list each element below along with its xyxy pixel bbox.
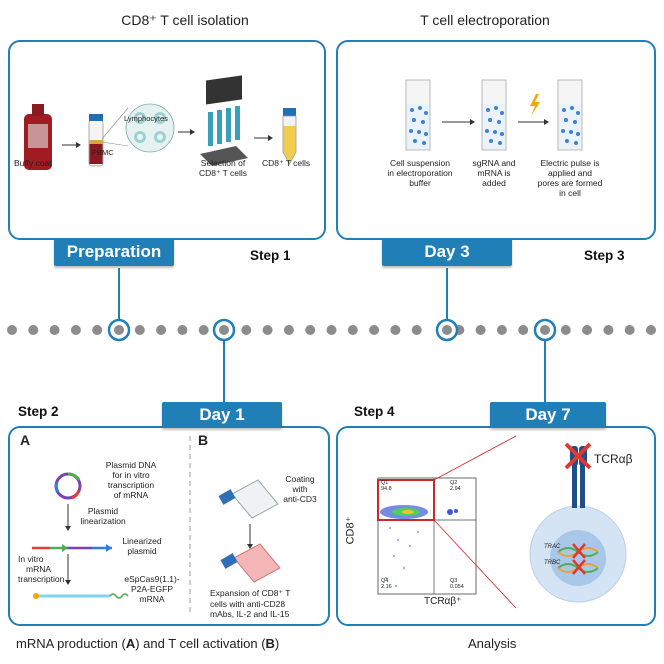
step2-label: Step 2	[18, 404, 59, 419]
timeline-dot	[305, 325, 316, 335]
electroporation-title: T cell electroporation	[420, 12, 550, 28]
timeline-dot	[369, 325, 380, 335]
buffy-coat-label: Buffy coat	[14, 158, 52, 168]
timeline-dot	[646, 325, 656, 335]
cuvette-1-icon	[405, 79, 431, 151]
timeline-dot	[262, 325, 273, 335]
linearized-plasmid-icon	[32, 544, 112, 552]
timeline	[7, 268, 656, 402]
bottom-caption-left: mRNA production (A) and T cell activatio…	[16, 636, 280, 651]
tcr-label: TCRαβ	[594, 452, 633, 466]
tab-day7: Day 7	[490, 402, 606, 428]
electroporation-illustration	[405, 79, 583, 151]
bottom-caption-right: Analysis	[468, 636, 517, 651]
magnetic-separator-icon	[200, 75, 248, 166]
isolation-title: CD8⁺ T cell isolation	[121, 12, 249, 28]
timeline-marker-day7	[533, 318, 557, 342]
timeline-dots	[7, 325, 656, 335]
panel-a-label: A	[20, 432, 31, 448]
timeline-dot	[198, 325, 209, 335]
timeline-dot	[496, 325, 507, 335]
lymphocytes-icon	[125, 103, 175, 153]
timeline-dot	[134, 325, 145, 335]
blood-bag-icon	[24, 104, 52, 170]
timeline-marker-day1	[212, 318, 236, 342]
cuvette-2-icon	[481, 79, 507, 151]
plasmid-icon	[54, 472, 82, 500]
step4-label: Step 4	[354, 404, 395, 419]
timeline-dot	[283, 325, 294, 335]
trac-label: TRAC	[544, 544, 561, 550]
cell-population-dense	[380, 505, 458, 519]
timeline-dot	[92, 325, 103, 335]
flask-coated-icon	[218, 479, 279, 519]
timeline-dot	[156, 325, 167, 335]
timeline-dot	[347, 325, 358, 335]
lightning-icon	[530, 94, 540, 116]
timeline-marker-preparation	[107, 318, 131, 342]
timeline-dot	[518, 325, 529, 335]
timeline-marker-day3	[435, 318, 459, 342]
x-axis-label: TCRαβ⁺	[424, 596, 462, 607]
step1-label: Step 1	[250, 248, 291, 263]
timeline-dot	[475, 325, 486, 335]
timeline-dot	[177, 325, 188, 335]
trbc-label: TRBC	[544, 560, 561, 566]
pbmc-label: PBMC	[92, 148, 114, 157]
isolation-illustration	[24, 75, 297, 170]
lymphocytes-label: Lymphocytes	[124, 114, 168, 123]
cuvette-3-icon	[557, 79, 583, 151]
panel-b-label: B	[198, 432, 209, 448]
tab-preparation: Preparation	[54, 238, 174, 266]
timeline-dot	[7, 325, 17, 335]
timeline-dot	[390, 325, 401, 335]
pbmc-tube-icon	[88, 114, 104, 167]
timeline-dot	[603, 325, 614, 335]
flow-cytometry-plot	[377, 435, 517, 609]
edited-cell-icon	[529, 505, 627, 603]
step3-label: Step 3	[584, 248, 625, 263]
flask-expansion-icon	[220, 543, 281, 583]
timeline-dot	[49, 325, 60, 335]
cd8-cells-label: CD8⁺ T cells	[262, 158, 311, 168]
timeline-dot	[28, 325, 39, 335]
timeline-dot	[560, 325, 571, 335]
timeline-dot	[70, 325, 81, 335]
isolation-panel: Buffy coat PBMC Lymphocytes Selection of…	[8, 40, 326, 240]
tcr-receptor-icon	[564, 442, 592, 508]
mrna-activation-illustration	[32, 436, 281, 616]
cd8-tube-icon	[282, 108, 297, 165]
timeline-dot	[411, 325, 422, 335]
timeline-dot	[326, 325, 337, 335]
tab-day1: Day 1	[162, 402, 282, 428]
y-axis-label: CD8⁺	[344, 516, 357, 545]
timeline-dot	[582, 325, 593, 335]
timeline-dot	[624, 325, 635, 335]
timeline-dot	[241, 325, 252, 335]
analysis-illustration	[377, 435, 627, 609]
tab-day3: Day 3	[382, 238, 512, 266]
mrna-icon	[33, 593, 129, 599]
